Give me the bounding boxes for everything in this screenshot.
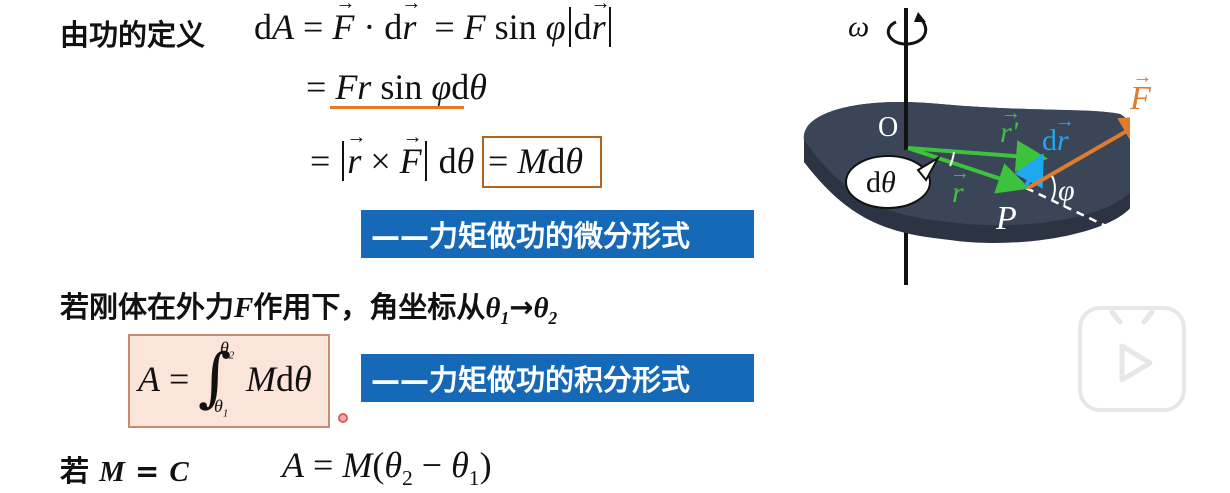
integral-box (128, 334, 330, 428)
phi-arc (1051, 175, 1056, 201)
equation-line-3: = r × F dθ (310, 140, 474, 182)
boxed-result: = Mdθ (488, 141, 583, 181)
constant-condition: 若 M = C (60, 454, 189, 488)
emphasis-underline (330, 106, 464, 109)
play-icon (1109, 310, 1155, 383)
r-prime-label: r' (1000, 116, 1018, 150)
dtheta-bubble (845, 155, 931, 209)
integral-lower-limit: θ1 (214, 396, 229, 420)
force-vector (1027, 116, 1130, 190)
dtheta-label: dθ (866, 166, 896, 199)
r-extension-dashed (1025, 186, 1107, 228)
phi-label: φ (1058, 174, 1075, 207)
integral-sign: ∫ (198, 341, 232, 415)
condition-line: 若刚体在外力F作用下，角坐标从θ1→θ2 (60, 290, 558, 328)
integrand: Mdθ (246, 359, 312, 399)
integral-form-tag: ——力矩做功的积分形式 (361, 354, 754, 402)
final-result: A = M(θ2 − θ1) (282, 445, 492, 491)
omega-label: ω (848, 10, 870, 43)
integral-equation: A = (138, 359, 190, 399)
force-label: F (1130, 80, 1151, 118)
dr-vector (1014, 152, 1044, 189)
origin-label: O (878, 112, 899, 143)
integral-upper-limit: θ2 (220, 338, 235, 362)
equation-line-1: dA = F · dr = F sin φdr (254, 6, 614, 48)
cursor-dot (338, 413, 348, 423)
differential-form-tag: ——力矩做功的微分形式 (361, 210, 754, 258)
boxed-result-box (482, 136, 602, 188)
p-label: P (996, 200, 1017, 237)
play-button[interactable] (1078, 306, 1186, 412)
dr-label: dr (1042, 124, 1069, 158)
rotation-diagram (803, 8, 1130, 285)
definition-label: 由功的定义 (60, 18, 206, 52)
equation-line-2: = Fr sin φdθ (306, 67, 487, 107)
r-label: r (952, 176, 964, 210)
rotation-arrow-icon (886, 16, 928, 46)
